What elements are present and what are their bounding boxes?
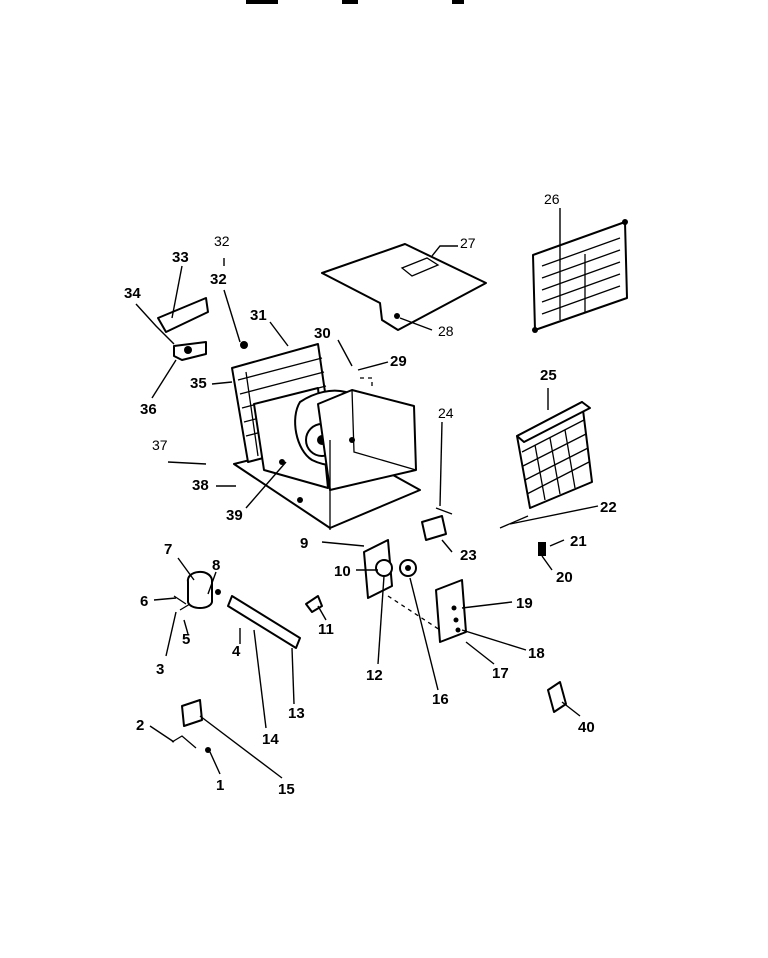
- callout-24: 24: [438, 405, 454, 421]
- callout-38: 38: [192, 477, 209, 494]
- callout-7: 7: [164, 541, 172, 558]
- callout-37: 37: [152, 437, 168, 453]
- callout-32-upper: 32: [214, 233, 230, 249]
- callout-26: 26: [544, 191, 560, 207]
- callout-10: 10: [334, 563, 351, 580]
- callout-20: 20: [556, 569, 573, 586]
- heater-element-frame: [532, 219, 628, 333]
- top-cover-panel: [321, 243, 487, 331]
- wire-harness: [215, 589, 301, 649]
- header-fragment: [246, 0, 464, 4]
- control-bracket: [157, 297, 248, 361]
- leader-lines: [135, 208, 599, 779]
- callout-labels: 1 2 3 4 5 6 7 8 9 10 11 12 13 14 15 16 1…: [124, 191, 617, 798]
- callout-1: 1: [216, 777, 224, 794]
- terminal-block: [171, 699, 211, 753]
- callout-19: 19: [516, 595, 533, 612]
- callout-31: 31: [250, 307, 267, 324]
- callout-6: 6: [140, 593, 148, 610]
- callout-9: 9: [300, 535, 308, 552]
- callout-25: 25: [540, 367, 557, 384]
- control-panel-bracket: [363, 539, 417, 599]
- sensor-rod: [499, 515, 529, 529]
- callout-15: 15: [278, 781, 295, 798]
- callout-40: 40: [578, 719, 595, 736]
- callout-2: 2: [136, 717, 144, 734]
- callout-35: 35: [190, 375, 207, 392]
- callout-4: 4: [232, 643, 241, 660]
- callout-17: 17: [492, 665, 509, 682]
- callout-33: 33: [172, 249, 189, 266]
- callout-3: 3: [156, 661, 164, 678]
- evaporator-coil: [516, 401, 593, 509]
- callout-11: 11: [318, 621, 334, 638]
- callout-27: 27: [460, 235, 476, 251]
- retaining-clip: [547, 681, 567, 713]
- callout-18: 18: [528, 645, 545, 662]
- callout-8: 8: [212, 557, 220, 574]
- callout-32-lower: 32: [210, 271, 227, 288]
- callout-14: 14: [262, 731, 279, 748]
- callout-39: 39: [226, 507, 243, 524]
- control-board: [387, 579, 467, 643]
- callout-30: 30: [314, 325, 331, 342]
- callout-36: 36: [140, 401, 157, 418]
- callout-16: 16: [432, 691, 449, 708]
- blower-chassis-assembly: [231, 343, 421, 530]
- callout-13: 13: [288, 705, 305, 722]
- callout-34: 34: [124, 285, 141, 302]
- callout-28: 28: [438, 323, 454, 339]
- callout-29: 29: [390, 353, 407, 370]
- callout-22: 22: [600, 499, 617, 516]
- mounting-clip: [305, 595, 323, 613]
- thermistor-bracket: [421, 507, 453, 541]
- callout-23: 23: [460, 547, 477, 564]
- callout-21: 21: [570, 533, 587, 550]
- callout-5: 5: [182, 631, 190, 648]
- capacitor: [173, 571, 213, 611]
- callout-12: 12: [366, 667, 383, 684]
- grommet: [538, 542, 546, 556]
